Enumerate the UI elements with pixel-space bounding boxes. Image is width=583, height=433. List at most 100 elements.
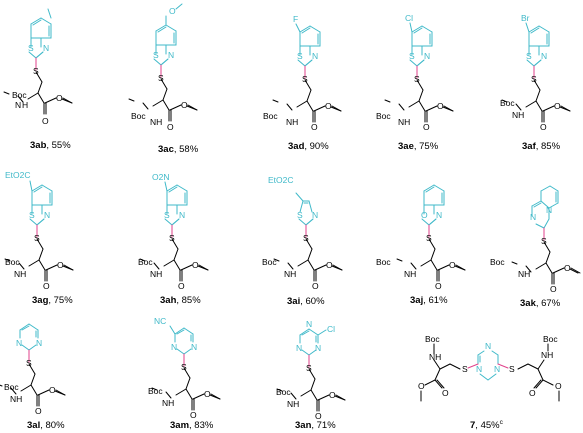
svg-text:S: S xyxy=(297,51,303,61)
svg-text:Boc: Boc xyxy=(500,98,515,108)
svg-text:Boc: Boc xyxy=(376,111,391,121)
svg-text:O: O xyxy=(181,100,188,110)
compound-yield: , 80% xyxy=(40,420,65,431)
svg-text:N: N xyxy=(36,338,42,348)
svg-text:S: S xyxy=(158,73,164,83)
svg-text:N: N xyxy=(315,343,321,353)
svg-text:S: S xyxy=(28,43,34,53)
svg-text:O: O xyxy=(312,281,319,291)
svg-text:N: N xyxy=(485,341,491,351)
svg-text:3ad, 90%: 3ad, 90% xyxy=(288,141,329,152)
svg-text:Boc: Boc xyxy=(138,257,153,267)
svg-text:O: O xyxy=(437,101,444,111)
compound-yield: , 55% xyxy=(46,140,71,151)
svg-text:O: O xyxy=(49,385,56,395)
svg-text:N: N xyxy=(424,51,430,61)
compound-id: 3aj xyxy=(410,295,423,306)
svg-text:3ac, 58%: 3ac, 58% xyxy=(158,144,199,155)
svg-text:S: S xyxy=(302,74,308,84)
svg-text:Boc: Boc xyxy=(4,382,19,392)
svg-text:NH: NH xyxy=(429,352,441,362)
svg-text:S: S xyxy=(33,66,39,76)
compound-3ak: N N S Boc NH O O 3ak, 67% xyxy=(490,185,581,309)
svg-text:O: O xyxy=(57,260,64,270)
svg-text:NC: NC xyxy=(154,316,166,326)
compound-yield: , 75% xyxy=(414,141,439,152)
svg-text:O: O xyxy=(43,281,50,291)
svg-text:O: O xyxy=(325,101,332,111)
svg-text:NH: NH xyxy=(10,394,22,404)
svg-text:O: O xyxy=(204,389,211,399)
svg-text:Boc: Boc xyxy=(425,334,440,344)
svg-text:N: N xyxy=(16,338,22,348)
compound-yield: , 60% xyxy=(300,296,325,307)
svg-text:O: O xyxy=(555,381,562,391)
svg-text:O: O xyxy=(421,210,428,220)
svg-text:S: S xyxy=(297,210,303,220)
svg-text:Boc: Boc xyxy=(5,257,20,267)
compound-yield: , 75% xyxy=(48,295,73,306)
compound-yield: , 67% xyxy=(536,298,561,309)
compound-3ai: EtO2C S N S Boc NH O O 3ai, 60% xyxy=(262,175,343,307)
svg-text:NH: NH xyxy=(541,350,553,360)
svg-text:N: N xyxy=(312,51,318,61)
svg-text:NH: NH xyxy=(150,269,162,279)
svg-text:3af, 85%: 3af, 85% xyxy=(522,141,561,152)
svg-text:N: N xyxy=(312,210,318,220)
svg-text:N: N xyxy=(43,43,49,53)
svg-text:S: S xyxy=(526,51,532,61)
compound-id: 3ai xyxy=(287,296,300,307)
svg-text:O: O xyxy=(564,263,571,273)
compound-3ae: Cl S N S Boc NH O O 3ae, 75% xyxy=(376,13,454,152)
svg-text:7, 45%c: 7, 45%c xyxy=(470,419,504,431)
compound-id: 3ad xyxy=(288,141,305,152)
svg-text:O: O xyxy=(178,281,185,291)
svg-text:O: O xyxy=(169,6,176,16)
compound-id: 3ah xyxy=(160,295,177,306)
svg-text:S: S xyxy=(531,74,537,84)
svg-text:O: O xyxy=(42,116,49,126)
svg-text:O: O xyxy=(167,122,174,132)
svg-text:S: S xyxy=(169,233,175,243)
svg-text:N: N xyxy=(191,342,197,352)
svg-text:3an, 71%: 3an, 71% xyxy=(295,420,336,431)
svg-text:O: O xyxy=(435,281,442,291)
svg-text:S: S xyxy=(164,210,170,220)
compound-id: 3ac xyxy=(158,144,174,155)
svg-text:NH: NH xyxy=(162,398,174,408)
compound-yield: , 61% xyxy=(423,295,448,306)
compound-yield: , 85% xyxy=(536,141,561,152)
svg-text:NH: NH xyxy=(14,269,26,279)
svg-text:N: N xyxy=(168,50,174,60)
compound-3an: Cl N N N S Boc NH O O 3an, 71% xyxy=(276,319,346,431)
svg-text:S: S xyxy=(29,210,35,220)
compound-yield: , 71% xyxy=(311,420,336,431)
svg-text:S: S xyxy=(426,233,432,243)
svg-text:3ae, 75%: 3ae, 75% xyxy=(398,141,439,152)
compound-id: 3ak xyxy=(520,298,537,309)
compound-id: 3ae xyxy=(398,141,414,152)
svg-text:EtO2C: EtO2C xyxy=(268,175,294,185)
svg-text:S: S xyxy=(181,362,187,372)
compound-3al: N N S Boc NH O O 3al, 80% xyxy=(0,323,66,431)
svg-text:NH: NH xyxy=(404,269,416,279)
svg-text:S: S xyxy=(26,358,32,368)
svg-text:3ah, 85%: 3ah, 85% xyxy=(160,295,201,306)
svg-text:O: O xyxy=(554,101,561,111)
svg-text:N: N xyxy=(44,210,50,220)
svg-text:O: O xyxy=(192,260,199,270)
compound-id: 3al xyxy=(27,420,40,431)
svg-text:Boc: Boc xyxy=(263,111,278,121)
svg-text:Boc: Boc xyxy=(543,334,558,344)
svg-text:3ag, 75%: 3ag, 75% xyxy=(32,295,73,306)
svg-text:O: O xyxy=(423,122,430,132)
svg-text:NH: NH xyxy=(287,399,299,409)
compound-3ah: O2N S N S Boc NH O O 3ah, 85% xyxy=(138,172,209,306)
svg-text:3am, 83%: 3am, 83% xyxy=(170,420,214,431)
svg-text:3ai, 60%: 3ai, 60% xyxy=(287,296,325,307)
compound-3ab: S N S Boc H N O O 3ab, 55% xyxy=(3,8,73,151)
svg-text:S: S xyxy=(541,236,547,246)
svg-text:3al, 80%: 3al, 80% xyxy=(27,420,65,431)
svg-text:Boc: Boc xyxy=(12,90,27,100)
